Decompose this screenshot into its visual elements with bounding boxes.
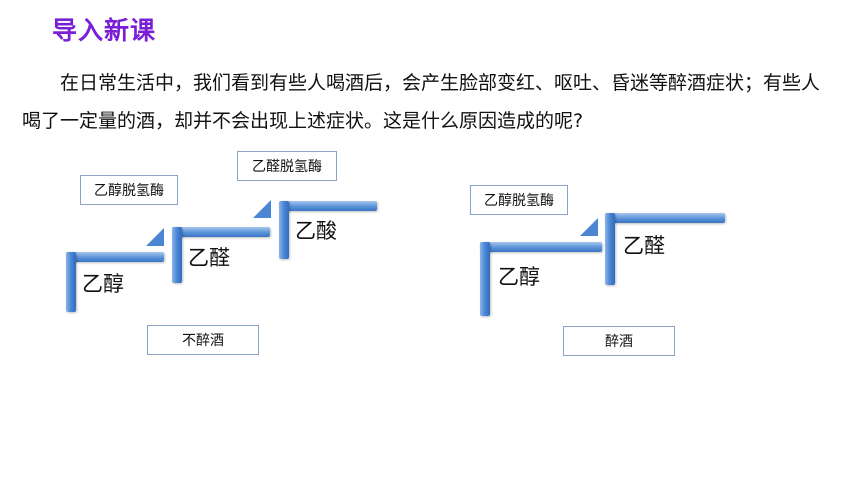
- right-step-acetaldehyde-vbar: [605, 213, 615, 285]
- page-title: 导入新课: [52, 16, 157, 45]
- right-caption-label: 醉酒: [605, 334, 633, 350]
- left-step-acetaldehyde-hbar: [172, 227, 270, 237]
- right-step-acetaldehyde-label: 乙醛: [623, 234, 665, 258]
- left-step-acetic-acid-label: 乙酸: [295, 219, 337, 243]
- right-enzyme1-box: 乙醇脱氢酶: [470, 185, 568, 215]
- intro-paragraph: 在日常生活中，我们看到有些人喝酒后，会产生脸部变红、呕吐、昏迷等醉酒症状；有些人…: [22, 64, 822, 140]
- right-caption-box: 醉酒: [563, 326, 675, 356]
- right-step-acetaldehyde: 乙醛: [605, 213, 727, 287]
- left-enzyme2-box: 乙醛脱氢酶: [237, 151, 337, 181]
- left-arrow1-triangle: [146, 228, 164, 246]
- right-step-acetaldehyde-hbar: [605, 213, 725, 223]
- left-caption-box: 不醉酒: [147, 325, 259, 355]
- left-enzyme1-label: 乙醇脱氢酶: [94, 183, 164, 199]
- left-step-acetic-acid-hbar: [279, 201, 377, 211]
- left-step-acetic-acid: 乙酸: [279, 201, 379, 261]
- left-arrow2-triangle: [253, 200, 271, 218]
- left-step-acetaldehyde: 乙醛: [172, 227, 272, 285]
- left-step-acetaldehyde-vbar: [172, 227, 182, 283]
- right-arrow1-triangle: [580, 218, 598, 236]
- left-step-ethanol: 乙醇: [66, 252, 166, 314]
- left-step-ethanol-hbar: [66, 252, 164, 262]
- left-enzyme1-box: 乙醇脱氢酶: [80, 175, 178, 205]
- right-step-ethanol-hbar: [480, 242, 602, 252]
- intro-text: 在日常生活中，我们看到有些人喝酒后，会产生脸部变红、呕吐、昏迷等醉酒症状；有些人…: [22, 72, 821, 132]
- right-step-ethanol-label: 乙醇: [498, 265, 540, 289]
- right-step-ethanol: 乙醇: [480, 242, 604, 318]
- left-step-ethanol-vbar: [66, 252, 76, 312]
- left-enzyme2-label: 乙醛脱氢酶: [252, 159, 322, 175]
- left-step-acetaldehyde-label: 乙醛: [188, 246, 230, 270]
- right-enzyme1-label: 乙醇脱氢酶: [484, 193, 554, 209]
- left-step-ethanol-label: 乙醇: [82, 272, 124, 296]
- right-step-ethanol-vbar: [480, 242, 490, 316]
- left-step-acetic-acid-vbar: [279, 201, 289, 259]
- left-caption-label: 不醉酒: [182, 333, 224, 349]
